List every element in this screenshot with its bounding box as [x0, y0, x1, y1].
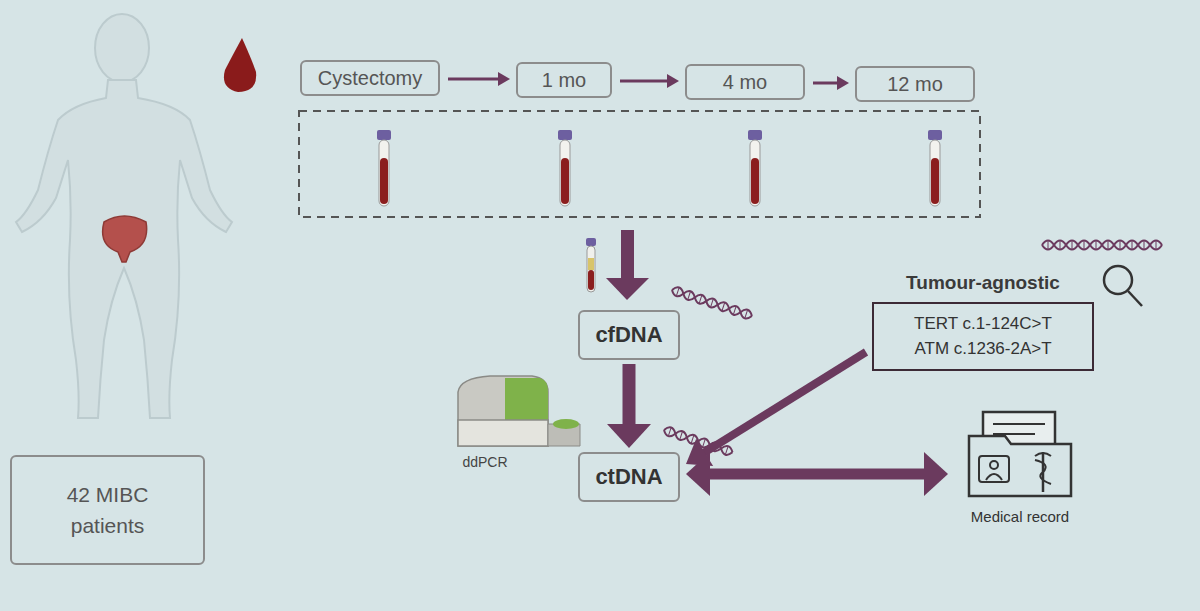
process-box: Cystectomy [300, 60, 440, 96]
process-box: 42 MIBC patients [10, 455, 205, 565]
plasma-tube [586, 238, 596, 292]
box-label: 4 mo [723, 71, 767, 94]
connector-arrow [448, 72, 510, 86]
process-box: ctDNA [578, 452, 680, 502]
magnifier [1104, 266, 1142, 306]
box-label: 42 MIBC patients [43, 479, 173, 542]
box-label: 1 mo [542, 69, 586, 92]
box-label: cfDNA [595, 322, 662, 348]
process-box: cfDNA [578, 310, 680, 360]
panel-box: Tumour-agnosticTERT c.1-124C>T ATM c.123… [872, 272, 1094, 380]
connector-arrow [686, 352, 866, 466]
bladder [103, 216, 147, 262]
connector-arrow [813, 76, 849, 90]
connector-arrow [620, 74, 679, 88]
human-figure [16, 14, 232, 418]
flow-arrow [606, 230, 649, 300]
connector-arrow [686, 452, 948, 496]
blood-tubes [377, 130, 942, 206]
box-label: 12 mo [887, 73, 943, 96]
blood-drop [224, 38, 256, 92]
box-label: Cystectomy [318, 67, 422, 90]
mutation-box: TERT c.1-124C>T ATM c.1236-2A>T [872, 302, 1094, 371]
ddpcr-device [458, 376, 580, 446]
device-label: ddPCR [450, 454, 520, 470]
connector-arrow [607, 364, 651, 448]
box-label: Medical record [971, 508, 1069, 525]
folder-icon [965, 408, 1075, 500]
medical-record: Medical record [950, 408, 1090, 542]
panel-heading: Tumour-agnostic [906, 272, 1060, 294]
process-box: 1 mo [516, 62, 612, 98]
process-box: 12 mo [855, 66, 975, 102]
box-label: ctDNA [595, 464, 662, 490]
sample-group [299, 111, 980, 217]
dna-helices [663, 241, 1162, 457]
mutation-list: TERT c.1-124C>T ATM c.1236-2A>T [908, 312, 1058, 361]
process-box: 4 mo [685, 64, 805, 100]
